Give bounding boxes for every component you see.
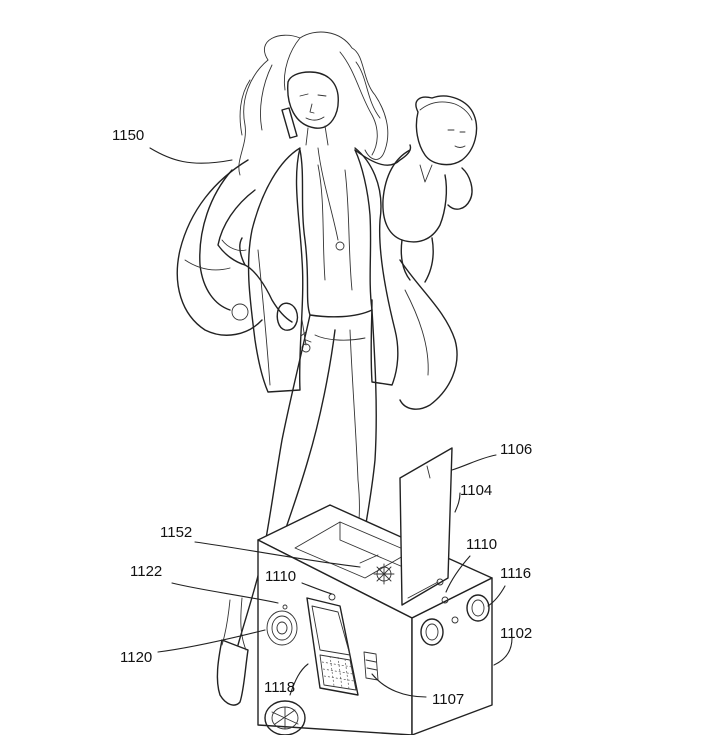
ref-label-1120: 1120 (120, 649, 152, 666)
ref-label-1110-left: 1110 (265, 568, 296, 585)
ref-label-1110-right: 1110 (466, 536, 497, 553)
ref-label-1104: 1104 (460, 482, 492, 499)
ref-label-1102: 1102 (500, 625, 532, 642)
device-box (257, 447, 493, 735)
ref-label-1116: 1116 (500, 565, 531, 582)
ref-label-1152: 1152 (160, 524, 192, 541)
ref-label-1107: 1107 (432, 691, 464, 708)
ref-label-1122: 1122 (130, 563, 162, 580)
ref-label-1106: 1106 (500, 441, 532, 458)
leader-lines (149, 147, 513, 698)
child-figure (382, 95, 478, 283)
ref-label-1150: 1150 (112, 127, 144, 144)
reference-labels: 1150 1106 1104 1152 1110 1110 1122 1116 … (112, 127, 532, 708)
woman-figure (176, 31, 458, 706)
ref-label-1118: 1118 (264, 679, 295, 696)
